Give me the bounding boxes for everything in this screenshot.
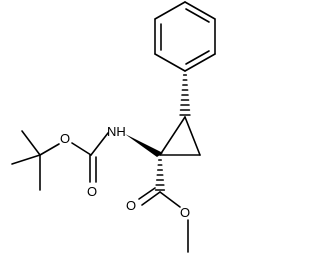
ester-ether-bond xyxy=(159,191,181,208)
phenyl-ring xyxy=(154,1,216,72)
carbamate-ether-o-label: O xyxy=(60,131,70,146)
ester-carbonyl-bond xyxy=(138,187,156,200)
phenyl-bond xyxy=(184,1,216,20)
amine-nh-label: NH xyxy=(107,124,126,139)
phenyl-bond xyxy=(154,1,186,20)
tbutyl-methyl-bond xyxy=(11,154,41,165)
molecule-structure-canvas: NH O O O O xyxy=(11,1,216,253)
bold-wedge-nh xyxy=(125,134,163,157)
carbamate-ether-bond xyxy=(71,142,92,156)
tbutyl-methyl-bond xyxy=(21,130,41,156)
cyclopropane-bond xyxy=(159,116,186,156)
hashed-wedge-phenyl xyxy=(179,74,191,116)
cyclopropane-ring xyxy=(159,116,201,156)
phenyl-double-bond xyxy=(185,50,210,65)
carbamate-carbonyl-o-label: O xyxy=(87,184,97,199)
o-tbutyl-bond xyxy=(39,143,60,156)
ester-ether-o-label: O xyxy=(180,205,190,220)
n-carbamate-bond xyxy=(90,132,109,156)
phenyl-double-bond xyxy=(185,8,210,23)
tert-butyl-group xyxy=(11,130,41,191)
phenyl-bond xyxy=(184,53,216,72)
ester-carbonyl-o-label: O xyxy=(126,198,136,213)
hashed-wedge-ester xyxy=(154,159,166,191)
cyclopropane-bond xyxy=(184,116,201,156)
ester-carbonyl-bond xyxy=(141,191,161,206)
phenyl-bond xyxy=(154,53,186,72)
molecule-structure-drawing: NH O O O O xyxy=(11,1,216,253)
